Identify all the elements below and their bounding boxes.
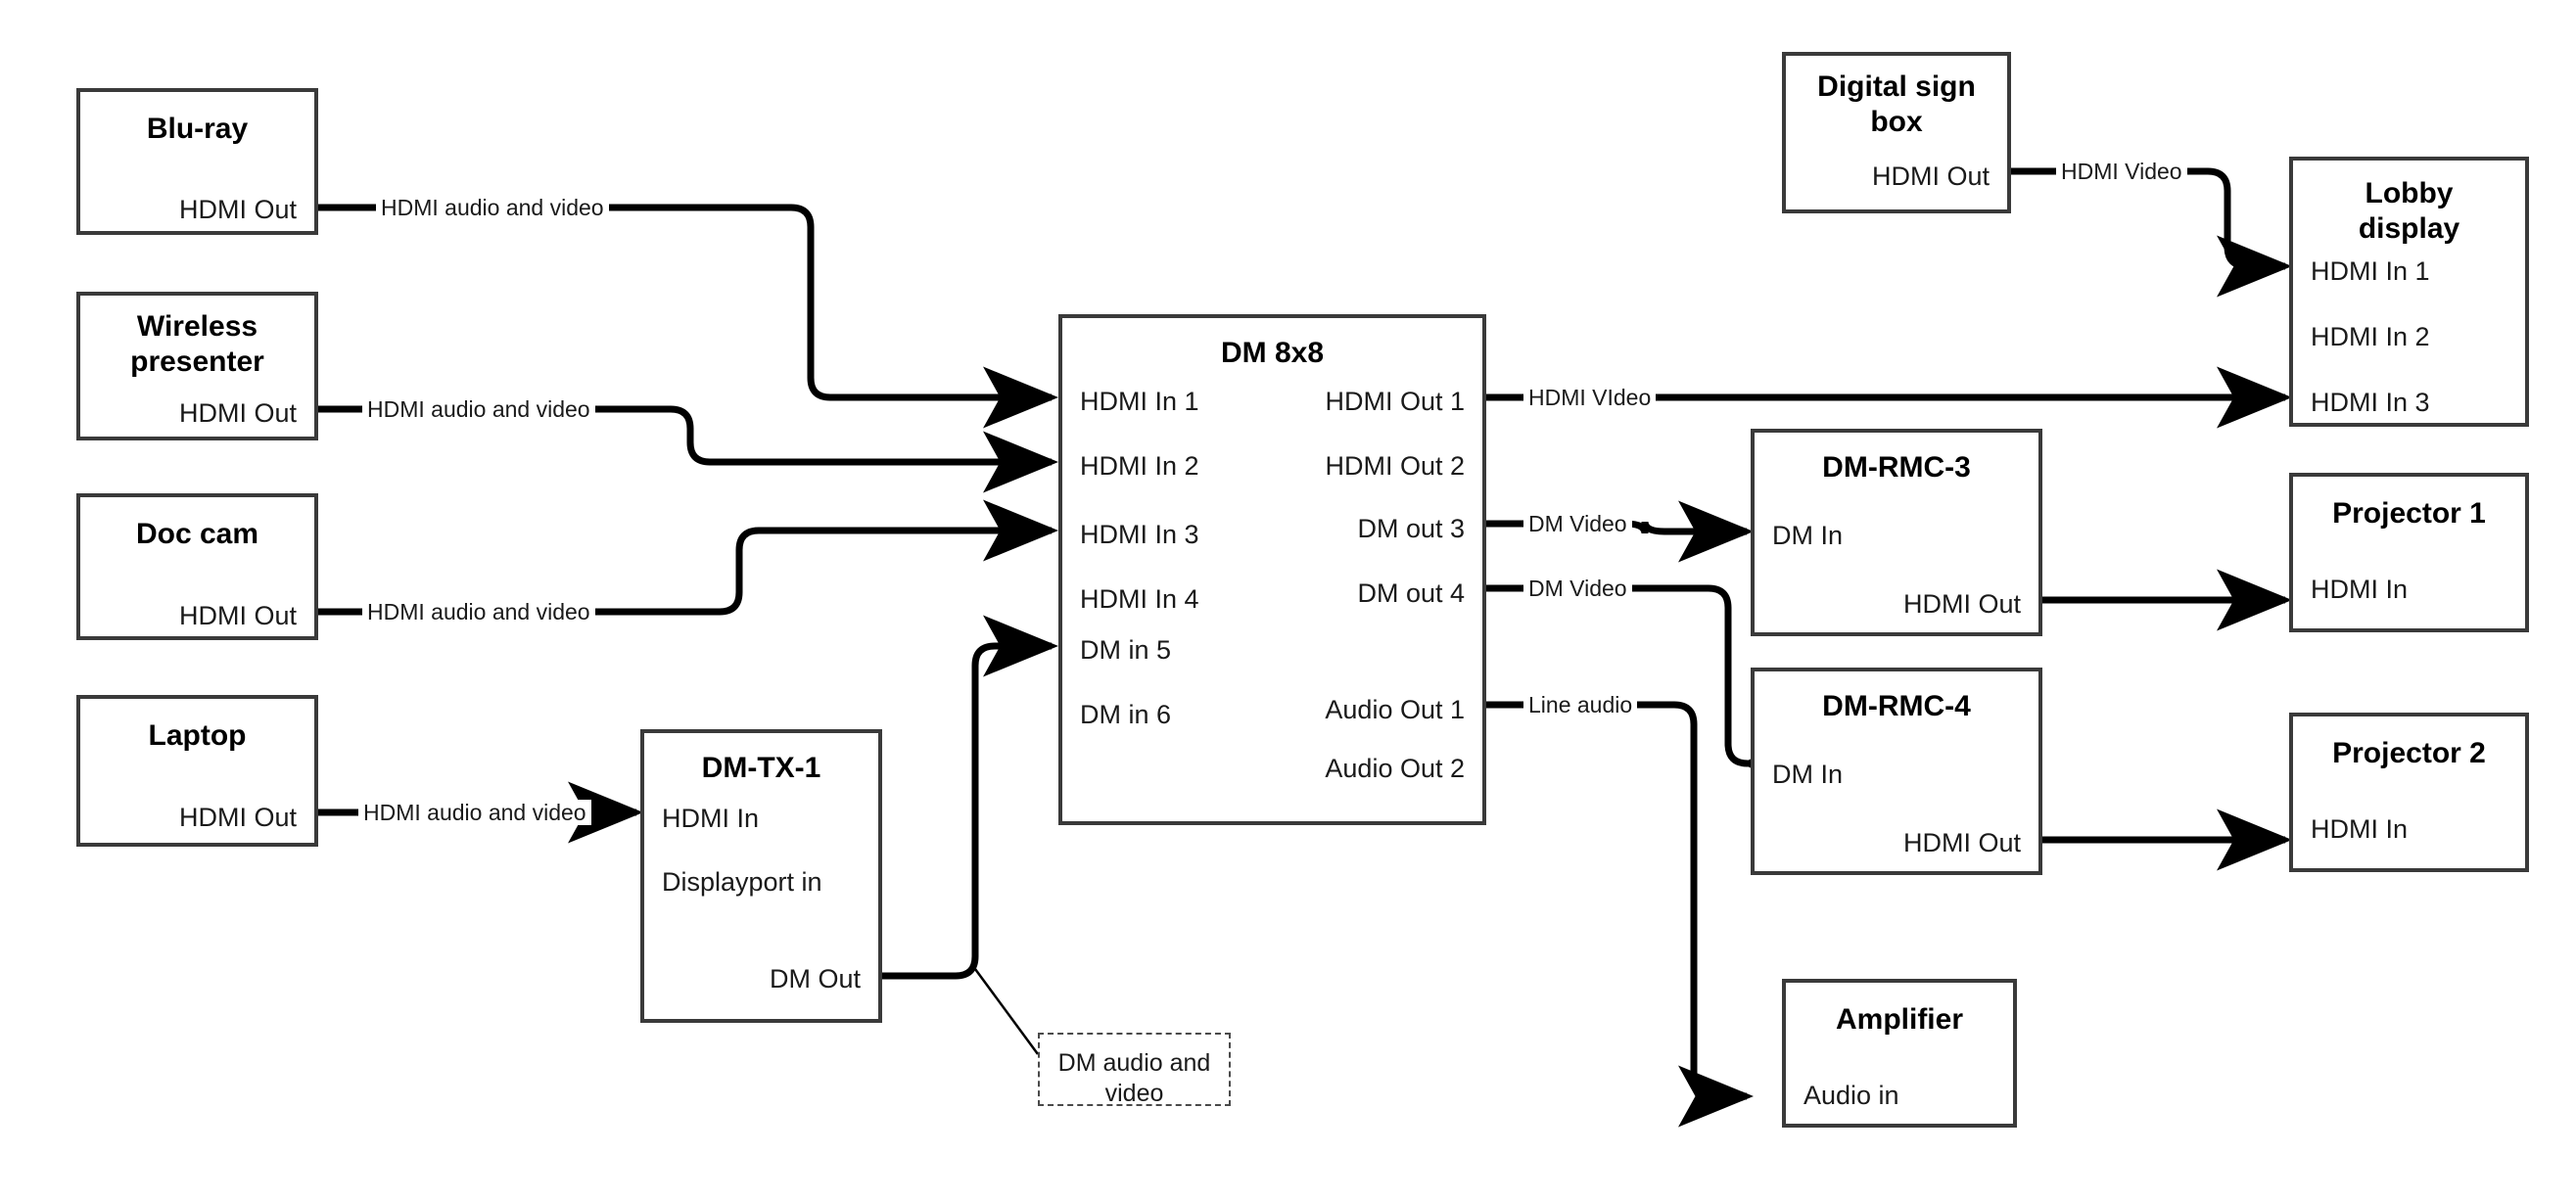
node-doc-cam-port-hdmi-out: HDMI Out	[178, 601, 297, 630]
node-amplifier-title: Amplifier	[1835, 1003, 1964, 1036]
wire-dmtx1-to-dm8x8	[882, 615, 1058, 980]
node-dm-8x8-title: DM 8x8	[1220, 337, 1325, 369]
node-dm-tx-1-port-dm-out: DM Out	[769, 964, 861, 993]
node-digital-sign-box[interactable]: Digital sign box HDMI Out	[1782, 52, 2011, 213]
node-dm-tx-1-port-hdmi-in: HDMI In	[662, 804, 760, 833]
node-dm-tx-1[interactable]: DM-TX-1 HDMI In Displayport in DM Out	[640, 729, 882, 1023]
node-dm-rmc-3-title: DM-RMC-3	[1822, 451, 1971, 484]
node-digital-sign-box-title-line1: Digital sign	[1817, 70, 1976, 103]
wire-label-doccam: HDMI audio and video	[362, 599, 595, 624]
node-amplifier[interactable]: Amplifier Audio in	[1782, 979, 2017, 1128]
node-dm-8x8-output-hdmi-out-2: HDMI Out 2	[1325, 451, 1465, 481]
node-lobby-display-input-hdmi-in-2: HDMI In 2	[2311, 322, 2430, 351]
wire-label-audioout1: Line audio	[1523, 692, 1638, 717]
node-dm-rmc-3-port-hdmi-out: HDMI Out	[1902, 589, 2021, 619]
node-dm-rmc-4-port-dm-in: DM In	[1772, 760, 1844, 789]
note-dm-audio-and-video-text: DM audio and video	[1057, 1049, 1211, 1107]
note-dm-audio-and-video: DM audio and video	[1038, 1033, 1231, 1107]
wire-dm8x8-dmout4-to-dmrmc4	[1486, 584, 1815, 795]
node-bluray-port-hdmi-out: HDMI Out	[178, 195, 297, 224]
node-digital-sign-box-title-line2: box	[1870, 106, 1923, 138]
node-lobby-display[interactable]: Lobby display HDMI In 1 HDMI In 2 HDMI I…	[2289, 157, 2529, 427]
node-projector-1[interactable]: Projector 1 HDMI In	[2289, 473, 2529, 632]
node-dm-8x8-output-audio-out-2: Audio Out 2	[1325, 754, 1465, 783]
node-projector-1-title: Projector 1	[2332, 497, 2486, 530]
node-digital-sign-box-port-hdmi-out: HDMI Out	[1871, 162, 1990, 191]
node-dm-8x8-output-dm-out-4: DM out 4	[1357, 578, 1465, 608]
node-lobby-display-input-hdmi-in-3: HDMI In 3	[2311, 388, 2430, 417]
node-dm-8x8-input-hdmi-in-4: HDMI In 4	[1080, 584, 1199, 614]
node-projector-1-port-hdmi-in: HDMI In	[2311, 575, 2409, 604]
node-projector-2[interactable]: Projector 2 HDMI In	[2289, 713, 2529, 872]
node-projector-2-title: Projector 2	[2332, 737, 2486, 769]
wire-label-hdmiout1: HDMI VIdeo	[1523, 385, 1657, 410]
node-laptop[interactable]: Laptop HDMI Out	[76, 695, 318, 847]
node-dm-rmc-3-port-dm-in: DM In	[1772, 521, 1844, 550]
node-dm-8x8-input-dm-in-5: DM in 5	[1080, 635, 1172, 665]
wire-note-leader	[973, 968, 1040, 1055]
node-dm-rmc-4-port-hdmi-out: HDMI Out	[1902, 828, 2021, 857]
node-dm-tx-1-title: DM-TX-1	[701, 752, 821, 784]
wire-label-dmout4: DM Video	[1523, 576, 1632, 601]
node-dm-8x8-input-hdmi-in-2: HDMI In 2	[1080, 451, 1199, 481]
node-lobby-display-title-line1: Lobby	[2365, 177, 2454, 209]
node-dm-rmc-3[interactable]: DM-RMC-3 DM In HDMI Out	[1751, 429, 2042, 636]
wire-label-laptop: HDMI audio and video	[358, 800, 591, 825]
node-dm-rmc-4[interactable]: DM-RMC-4 DM In HDMI Out	[1751, 668, 2042, 875]
wire-digitalsign-to-lobby	[2011, 167, 2292, 298]
wire-label-dmout3: DM Video	[1523, 511, 1632, 536]
node-projector-2-port-hdmi-in: HDMI In	[2311, 814, 2409, 844]
node-laptop-port-hdmi-out: HDMI Out	[178, 803, 297, 832]
node-doc-cam[interactable]: Doc cam HDMI Out	[76, 493, 318, 640]
node-dm-8x8-output-hdmi-out-1: HDMI Out 1	[1325, 387, 1465, 416]
node-wireless-presenter-title-line2: presenter	[130, 346, 264, 378]
node-bluray-title: Blu-ray	[146, 113, 249, 145]
node-dm-8x8-input-hdmi-in-3: HDMI In 3	[1080, 520, 1199, 549]
node-dm-8x8[interactable]: DM 8x8 HDMI In 1 HDMI In 2 HDMI In 3 HDM…	[1058, 314, 1486, 825]
node-laptop-title: Laptop	[148, 719, 247, 752]
wire-bluray-to-dm8x8	[318, 204, 1058, 429]
node-lobby-display-input-hdmi-in-1: HDMI In 1	[2311, 256, 2430, 286]
node-wireless-presenter-port-hdmi-out: HDMI Out	[178, 398, 297, 428]
node-dm-rmc-4-title: DM-RMC-4	[1822, 690, 1971, 722]
wire-label-bluray: HDMI audio and video	[376, 195, 609, 220]
wire-label-wireless: HDMI audio and video	[362, 396, 595, 422]
node-dm-8x8-output-audio-out-1: Audio Out 1	[1325, 695, 1465, 724]
node-dm-8x8-input-dm-in-6: DM in 6	[1080, 700, 1172, 729]
node-amplifier-port-audio-in: Audio in	[1803, 1081, 1899, 1110]
node-lobby-display-title-line2: display	[2358, 212, 2460, 245]
node-dm-8x8-output-dm-out-3: DM out 3	[1357, 514, 1465, 543]
node-dm-8x8-input-hdmi-in-1: HDMI In 1	[1080, 387, 1199, 416]
wire-label-digitalsign: HDMI Video	[2056, 159, 2187, 184]
node-wireless-presenter-title-line1: Wireless	[136, 310, 258, 343]
node-dm-tx-1-port-displayport-in: Displayport in	[662, 867, 822, 897]
node-bluray[interactable]: Blu-ray HDMI Out	[76, 88, 318, 235]
node-doc-cam-title: Doc cam	[135, 518, 259, 550]
node-wireless-presenter[interactable]: Wireless presenter HDMI Out	[76, 292, 318, 440]
wire-dm8x8-audioout1-to-amplifier	[1486, 701, 1754, 1128]
